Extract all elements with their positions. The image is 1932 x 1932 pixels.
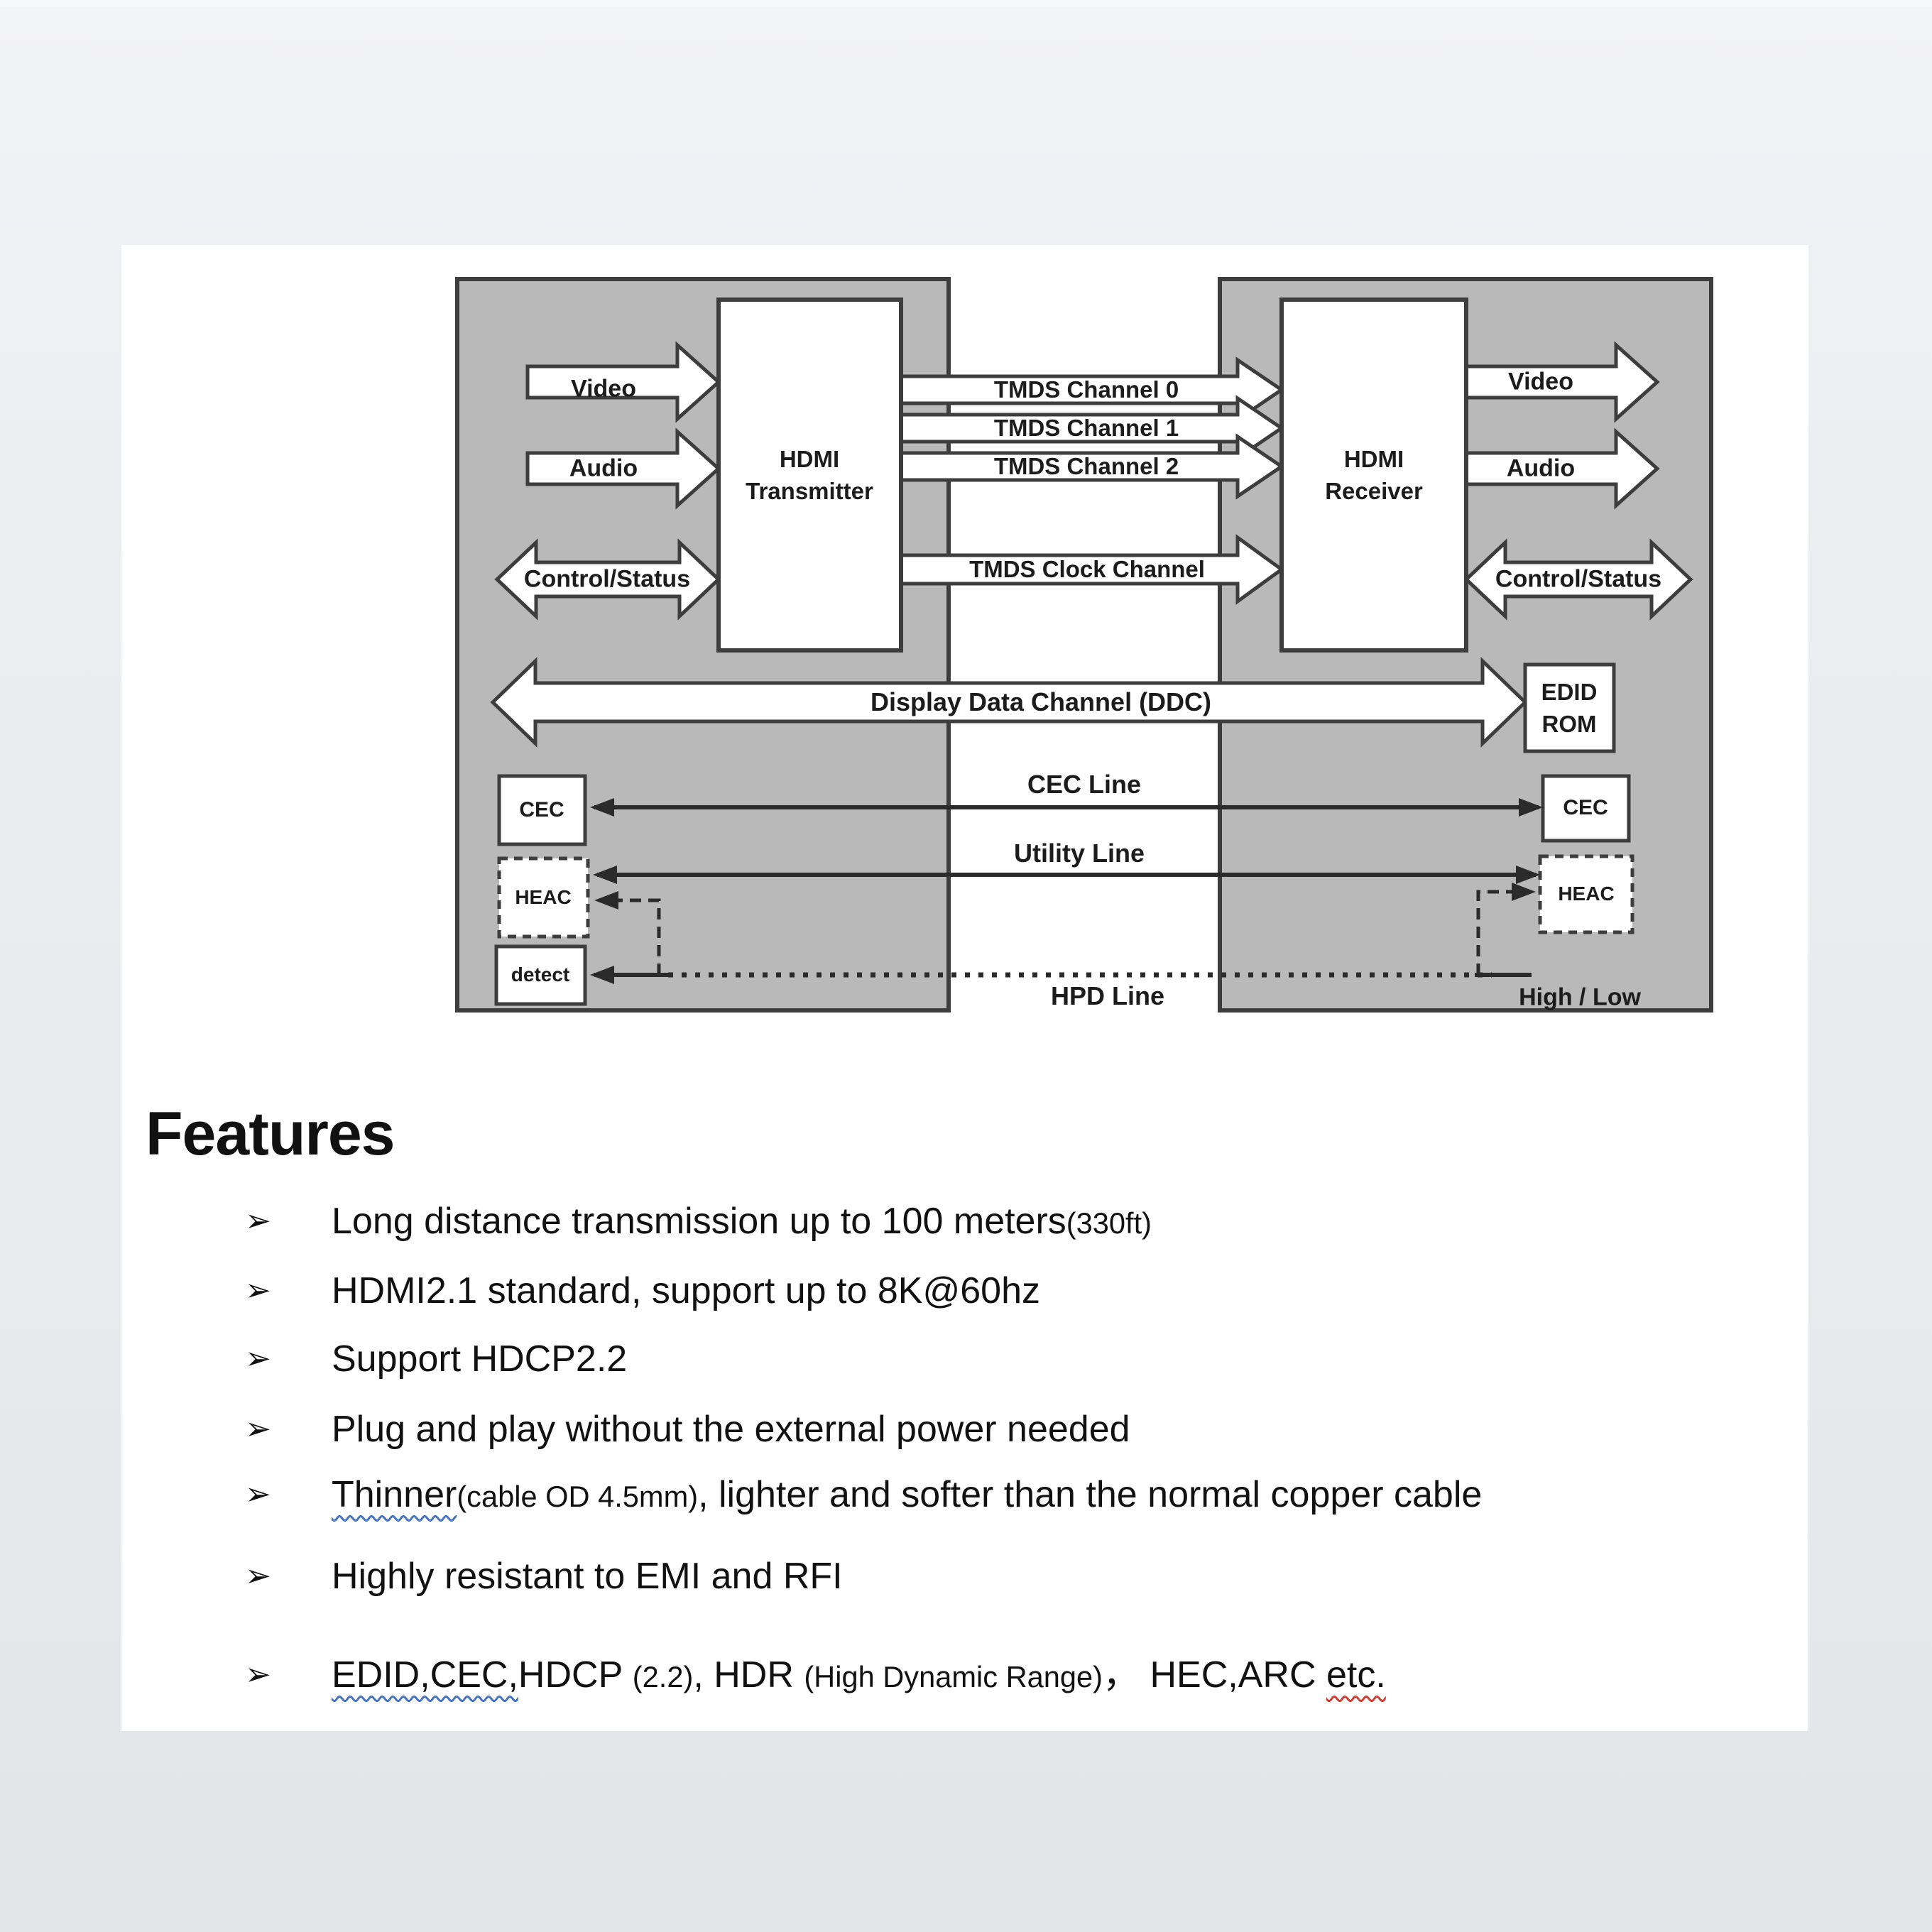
feature-bullet-segment: HDCP <box>518 1654 633 1696</box>
hpd-line-arrowhead-left <box>590 966 614 984</box>
video-label-right: Video <box>1508 368 1573 395</box>
audio-label-right: Audio <box>1506 454 1576 482</box>
slide: Video Audio Control/Status HDMI Transmit… <box>121 245 1808 1731</box>
heac-box-right <box>1538 854 1634 934</box>
heac-branch-arrowhead-right <box>1512 883 1536 901</box>
feature-bullet-text: HDMI2.1 standard, support up to 8K@60hz <box>332 1269 1040 1313</box>
utility-line-label: Utility Line <box>1013 839 1145 868</box>
tmds-channel1-label: TMDS Channel 1 <box>993 415 1179 441</box>
feature-bullet-segment: Thinner <box>332 1474 457 1515</box>
video-arrow-left <box>525 341 721 423</box>
receiver-label: HDMI Receiver <box>1325 446 1423 504</box>
feature-bullet-row: ➢ Plug and play without the external powe… <box>245 1407 1736 1451</box>
feature-bullet-text: Long distance transmission up to 100 met… <box>332 1199 1152 1245</box>
feature-bullet-segment: (330ft) <box>1066 1206 1152 1240</box>
heac-branch-left <box>601 898 661 975</box>
cec-box-left <box>497 774 587 846</box>
bullet-arrow-icon: ➢ <box>245 1559 271 1593</box>
transmitter-label: HDMI Transmitter <box>746 446 873 504</box>
features-heading: Features <box>146 1100 395 1168</box>
cec-line-label: CEC Line <box>1027 770 1142 799</box>
hdmi-architecture-diagram <box>455 277 1713 1014</box>
receiver-box <box>1279 298 1468 653</box>
control-status-label-right: Control/Status <box>1495 565 1662 593</box>
hdmi-architecture-diagram-shapes <box>455 277 1713 1013</box>
detect-box-label: detect <box>511 964 570 986</box>
edid-rom-box <box>1523 662 1616 753</box>
feature-bullet-segment: , HDR <box>693 1654 804 1696</box>
features-list: ➢ Long distance transmission up to 100 me… <box>245 1199 1736 1699</box>
feature-bullet-segment: etc. <box>1326 1654 1386 1696</box>
cec-line-arrowhead-right <box>1519 798 1543 817</box>
tmds-channel0-arrow <box>899 356 1285 423</box>
feature-bullet-segment: (2.2) <box>632 1660 694 1693</box>
heac-box-left <box>497 856 590 939</box>
high-low-label: High / Low <box>1519 983 1641 1011</box>
feature-bullet-segment: Plug and play without the external power… <box>332 1409 1130 1450</box>
cec-box-right <box>1541 774 1631 843</box>
heac-box-label-right: HEAC <box>1558 883 1615 905</box>
tmds-clock-label: TMDS Clock Channel <box>969 556 1205 582</box>
bullet-arrow-icon: ➢ <box>245 1341 271 1376</box>
feature-bullet-segment: , lighter and softer than the normal cop… <box>698 1474 1483 1515</box>
feature-bullet-segment: (High Dynamic Range) <box>804 1660 1103 1693</box>
feature-bullet-segment: Long distance transmission up to 100 met… <box>332 1201 1066 1242</box>
feature-bullet-row: ➢ Thinner(cable OD 4.5mm), lighter and so… <box>245 1473 1736 1519</box>
feature-bullet-text: Support HDCP2.2 <box>332 1337 627 1381</box>
cec-box-label-left: CEC <box>519 798 564 822</box>
feature-bullet-row: ➢ HDMI2.1 standard, support up to 8K@60hz <box>245 1269 1736 1313</box>
transmitter-box <box>716 298 903 653</box>
utility-line-arrowhead-left <box>593 866 617 884</box>
video-label-left: Video <box>571 375 636 403</box>
feature-bullet-segment: Support HDCP2.2 <box>332 1338 628 1380</box>
feature-bullet-text: Highly resistant to EMI and RFI <box>332 1554 843 1598</box>
bullet-arrow-icon: ➢ <box>245 1204 271 1238</box>
control-status-label-left: Control/Status <box>523 565 691 593</box>
feature-bullet-row: ➢ Highly resistant to EMI and RFI <box>245 1554 1736 1598</box>
bullet-arrow-icon: ➢ <box>245 1273 271 1308</box>
feature-bullet-text: Plug and play without the external power… <box>332 1407 1130 1451</box>
ddc-label: Display Data Channel (DDC) <box>870 687 1212 716</box>
bullet-arrow-icon: ➢ <box>245 1477 271 1512</box>
feature-bullet-segment: Highly resistant to EMI and RFI <box>332 1556 843 1597</box>
audio-arrow-right <box>1464 427 1660 510</box>
feature-bullet-segment: (cable OD 4.5mm) <box>457 1480 699 1513</box>
bullet-arrow-icon: ➢ <box>245 1412 271 1446</box>
page-top-band <box>0 0 1932 7</box>
feature-bullet-text: Thinner(cable OD 4.5mm), lighter and sof… <box>332 1473 1482 1519</box>
heac-branch-arrowhead-left <box>594 891 618 910</box>
feature-bullet-segment: EDID,CEC, <box>332 1654 518 1696</box>
edid-rom-label: EDID ROM <box>1541 679 1598 737</box>
hpd-line-label: HPD Line <box>1050 981 1165 1010</box>
audio-label-left: Audio <box>569 454 638 482</box>
tmds-clock-arrow <box>899 534 1285 605</box>
tmds-channel2-arrow <box>899 433 1285 500</box>
feature-bullet-segment: ， HEC,ARC <box>1103 1654 1326 1696</box>
tmds-channel1-arrow <box>899 395 1285 462</box>
detect-box <box>494 944 587 1006</box>
cec-line-arrowhead-left <box>590 798 614 817</box>
video-arrow-right <box>1464 341 1660 423</box>
control-status-arrow-right <box>1463 538 1693 621</box>
cec-box-label-right: CEC <box>1563 796 1608 819</box>
feature-bullet-row: ➢ Support HDCP2.2 <box>245 1337 1736 1381</box>
tmds-channel2-label: TMDS Channel 2 <box>993 453 1179 479</box>
feature-bullet-segment: HDMI2.1 standard, support up to 8K@60hz <box>332 1270 1041 1311</box>
feature-bullet-row: ➢ EDID,CEC,HDCP (2.2), HDR (High Dynamic … <box>245 1653 1736 1699</box>
audio-arrow-left <box>525 427 721 510</box>
utility-line-arrowhead-right <box>1516 866 1540 884</box>
heac-box-label-left: HEAC <box>515 886 572 908</box>
feature-bullet-text: EDID,CEC,HDCP (2.2), HDR (High Dynamic R… <box>332 1653 1386 1699</box>
bullet-arrow-icon: ➢ <box>245 1657 271 1692</box>
feature-bullet-row: ➢ Long distance transmission up to 100 me… <box>245 1199 1736 1245</box>
tmds-channel0-label: TMDS Channel 0 <box>993 376 1179 403</box>
